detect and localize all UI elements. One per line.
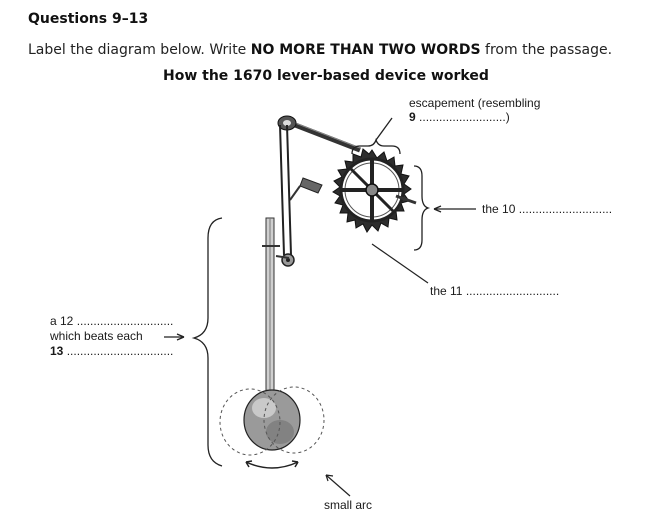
wheel-brace [413,165,476,251]
instruction-suffix: from the passage. [480,42,613,58]
questions-title: Questions 9–13 [28,11,149,27]
small-arc-label: small arc [324,498,373,512]
pendulum-brace [164,217,223,467]
escapement-brace [351,117,401,155]
small-arc-arrow [245,460,299,469]
q13-label: 13 ................................ [50,344,173,358]
escapement-wheel [332,148,417,233]
q11-label: the 11 ............................ [430,284,559,298]
q9-blank[interactable]: .......................... [419,110,506,124]
q12-blank[interactable]: ............................. [76,314,174,328]
pendulum-bob [243,389,301,451]
pendulum-rod [262,217,290,394]
pallet-anchor [289,177,323,201]
crutch-rod [279,124,295,267]
q9-number: 9 [409,110,416,124]
q12-prefix: a 12 [50,314,74,328]
which-beats-label: which beats each [50,329,143,343]
swing-outline [219,386,325,456]
q10-blank[interactable]: ............................ [518,202,613,216]
q12-label: a 12 ............................. [50,314,173,328]
q11-blank[interactable]: ............................ [465,284,560,298]
q9-label: 9 ..........................) [409,110,510,124]
diagram-title: How the 1670 lever-based device worked [163,68,489,84]
instruction-bold: NO MORE THAN TWO WORDS [250,42,481,58]
small-arc-pointer [325,474,351,497]
instruction-prefix: Label the diagram below. Write [28,42,251,58]
q9-close-paren: ) [505,110,510,124]
q10-label: the 10 ............................ [482,202,612,216]
teeth-pointer [371,243,429,284]
instruction-text: Label the diagram below. Write NO MORE T… [28,42,612,58]
q11-prefix: the 11 [430,284,463,298]
escapement-label: escapement (resembling [409,96,541,110]
q13-number: 13 [50,344,64,358]
arbor-rod [289,120,361,153]
q13-blank[interactable]: ................................ [66,344,174,358]
q10-prefix: the 10 [482,202,516,216]
